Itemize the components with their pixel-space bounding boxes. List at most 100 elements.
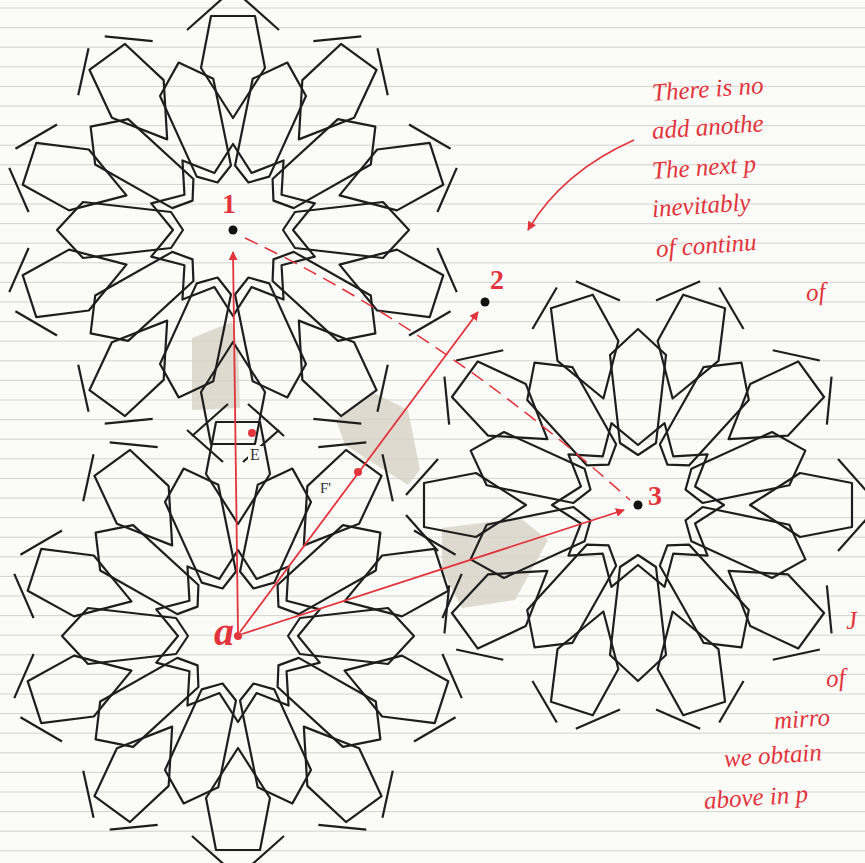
ruled-line — [0, 498, 865, 499]
pattern-line — [14, 574, 33, 618]
pattern-line — [243, 0, 279, 30]
pattern-line — [240, 684, 311, 804]
callout-number: 3 — [648, 482, 662, 510]
vector-arrow — [240, 312, 478, 632]
pattern-line — [23, 250, 127, 317]
pattern-line — [23, 143, 127, 210]
ruled-line — [0, 282, 865, 283]
pattern-line — [532, 287, 556, 329]
pattern-line — [9, 168, 28, 212]
vector-arrow — [233, 252, 238, 632]
pattern-line — [729, 361, 824, 439]
pattern-line — [527, 363, 616, 466]
pattern-line — [14, 654, 33, 698]
pattern-line — [273, 119, 376, 208]
pattern-line — [273, 252, 376, 341]
pattern-line — [240, 469, 311, 589]
handwritten-note: of — [805, 279, 826, 305]
pattern-line — [62, 608, 188, 664]
pattern-line — [313, 36, 361, 41]
pattern-line — [382, 454, 392, 501]
ruled-line — [0, 341, 865, 342]
handwritten-note: inevitably — [651, 189, 751, 221]
ruled-line — [0, 66, 865, 67]
ruled-line — [0, 145, 865, 146]
point-dot — [481, 298, 490, 307]
callout-number: 1 — [222, 190, 236, 218]
ruled-line — [0, 27, 865, 28]
pattern-line — [838, 515, 865, 551]
pattern-line — [304, 727, 382, 822]
pattern-line — [192, 404, 228, 436]
pattern-line — [89, 321, 167, 416]
handwritten-note: There is no — [651, 72, 764, 105]
pattern-line — [9, 248, 28, 292]
pattern-line — [456, 350, 503, 360]
pattern-line — [160, 63, 231, 183]
pattern-line — [91, 119, 194, 208]
pattern-line — [471, 432, 591, 503]
pattern-line — [278, 658, 381, 747]
pattern-line — [96, 525, 199, 614]
pattern-line — [827, 585, 832, 633]
handwritten-note: J — [845, 607, 858, 633]
pattern-line — [110, 442, 158, 447]
vector-arrow — [242, 510, 624, 634]
point-dot — [634, 501, 643, 510]
pattern-line — [83, 771, 93, 818]
pattern-line — [686, 432, 806, 503]
point-dot — [354, 468, 362, 476]
pattern-line — [406, 515, 438, 551]
pattern-line — [345, 549, 449, 616]
pattern-line — [444, 585, 449, 633]
pattern-line — [551, 295, 618, 399]
pattern-line — [278, 525, 381, 614]
pattern-line — [452, 571, 547, 649]
pattern-line — [91, 252, 194, 341]
ruled-line — [0, 458, 865, 459]
pattern-line — [610, 329, 666, 455]
pattern-line — [235, 278, 306, 398]
point-label: E — [248, 446, 262, 464]
handwritten-note: we obtain — [723, 739, 822, 771]
pattern-line — [201, 16, 265, 118]
pattern-line — [377, 48, 387, 95]
pattern-line — [719, 287, 743, 329]
pattern-line — [471, 507, 591, 578]
handwritten-note: The next p — [651, 151, 757, 183]
pattern-line — [773, 649, 820, 659]
pattern-line — [444, 377, 449, 425]
pattern-line — [15, 124, 57, 148]
pattern-line — [406, 459, 438, 495]
pattern-line — [235, 63, 306, 183]
pattern-line — [89, 44, 167, 139]
ruled-line — [0, 8, 865, 9]
ruled-line — [0, 380, 865, 381]
ruled-line — [0, 262, 865, 263]
pattern-line — [414, 717, 456, 741]
ruled-line — [0, 831, 865, 832]
pattern-line — [248, 836, 284, 863]
pattern-line — [105, 36, 153, 41]
pattern-line — [340, 250, 444, 317]
pattern-line — [299, 321, 377, 416]
pattern-line — [340, 143, 444, 210]
dashed-line — [245, 238, 630, 500]
callout-number: 2 — [490, 266, 504, 294]
pattern-line — [78, 48, 88, 95]
pattern-line — [248, 404, 284, 436]
pattern-line — [377, 365, 387, 412]
pattern-line — [201, 342, 265, 444]
point-dot — [248, 429, 256, 437]
ruled-line — [0, 850, 865, 851]
pattern-line — [437, 168, 456, 212]
pattern-line — [206, 422, 270, 524]
pattern-line — [552, 423, 724, 587]
pattern-line — [20, 530, 62, 554]
handwritten-note: of — [825, 665, 846, 691]
ruled-line — [0, 772, 865, 773]
pattern-line — [551, 612, 618, 716]
pattern-line — [656, 281, 700, 300]
pattern-line — [105, 419, 153, 424]
